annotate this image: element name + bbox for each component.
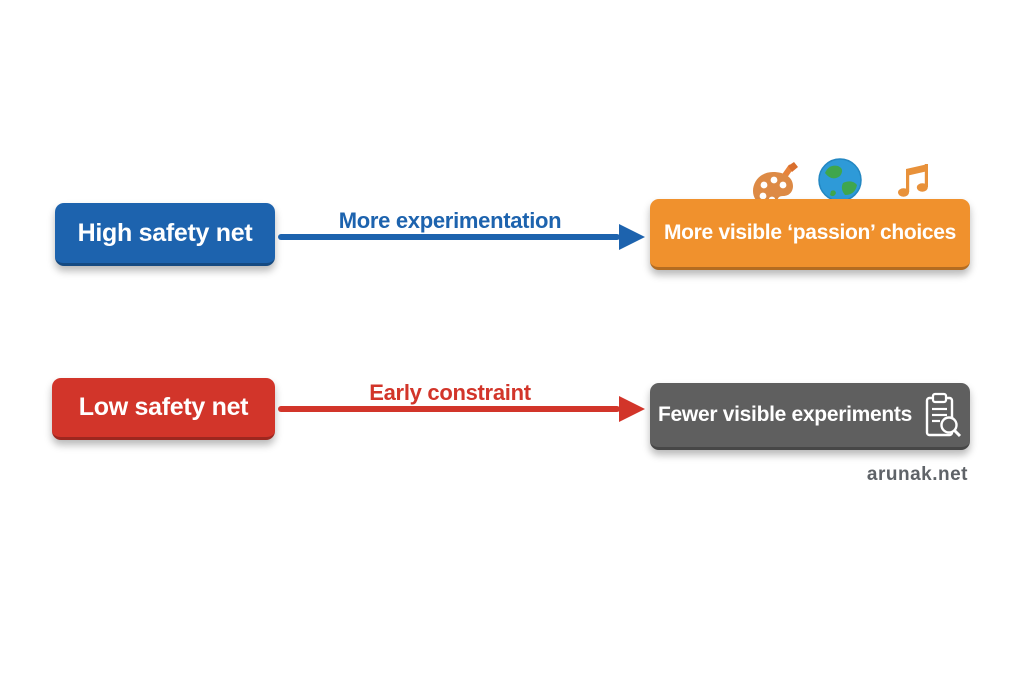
low-safety-net-box: Low safety net [52, 378, 275, 440]
high-safety-net-label: High safety net [77, 218, 253, 247]
arrow-head-top [619, 224, 645, 250]
fewer-experiments-label: Fewer visible experiments [658, 403, 912, 426]
low-safety-net-label: Low safety net [78, 393, 249, 421]
passion-choices-label: More visible ‘passion’ choices [663, 221, 957, 244]
more-experimentation-label: More experimentation [338, 208, 562, 233]
high-safety-net-box: High safety net [55, 203, 275, 266]
watermark: arunak.net [866, 464, 968, 485]
music-note-icon [893, 160, 933, 200]
arrow-line-top [278, 234, 620, 240]
fewer-experiments-box: Fewer visible experiments [650, 383, 970, 450]
arrow-line-bottom [278, 406, 620, 412]
arrow-head-bottom [619, 396, 645, 422]
clipboard-search-icon [922, 391, 962, 439]
globe-icon [817, 157, 863, 203]
passion-choices-box: More visible ‘passion’ choices [650, 199, 970, 270]
early-constraint-label: Early constraint [369, 380, 531, 405]
